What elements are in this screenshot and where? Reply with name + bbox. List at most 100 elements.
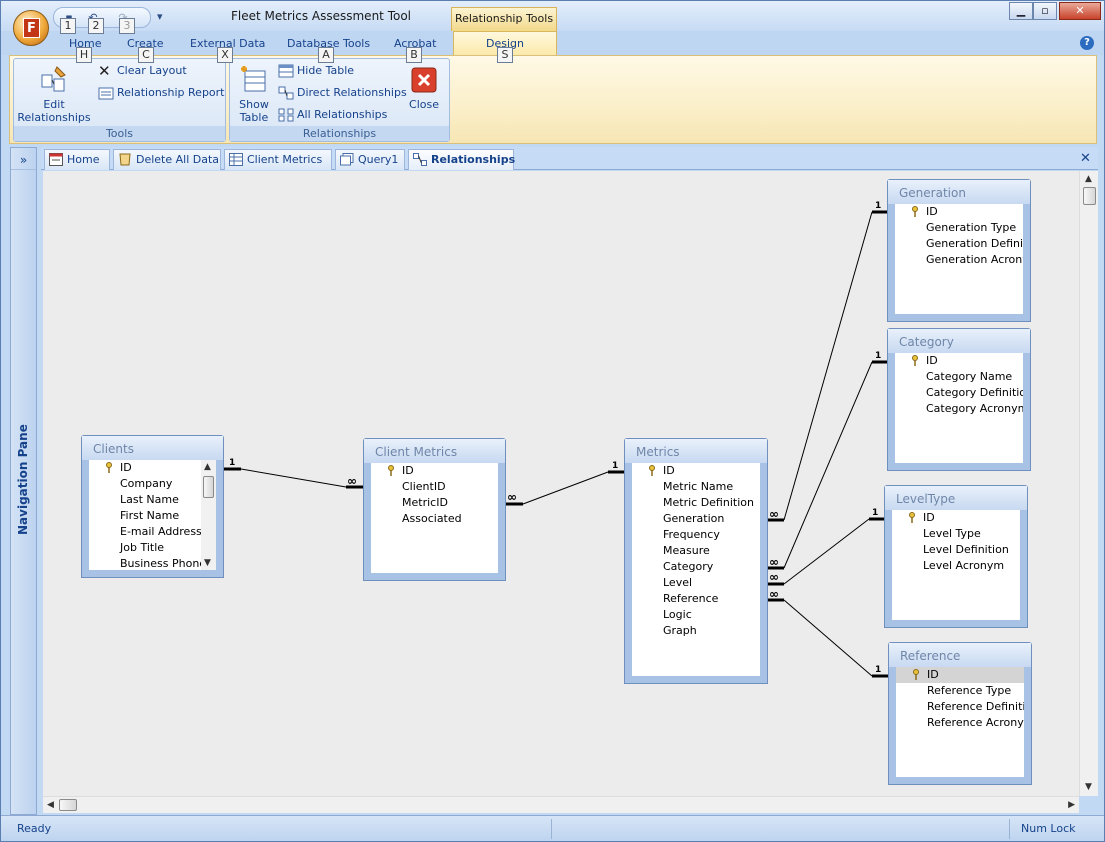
field-row[interactable]: Category Name — [926, 370, 1013, 383]
direct-relationships-label: Direct Relationships — [297, 86, 407, 99]
close-window-button[interactable]: ✕ — [1059, 2, 1101, 20]
table-generation[interactable]: Generation ID Generation Type Generation… — [887, 179, 1031, 322]
tab-create[interactable]: Create — [127, 37, 164, 50]
show-table-button[interactable]: Show Table — [232, 63, 276, 124]
tab-design[interactable]: Design — [453, 31, 557, 57]
clear-layout-icon: ✕ — [98, 62, 111, 80]
field-row[interactable]: Generation Acrony — [926, 253, 1023, 266]
clients-scrollbar[interactable]: ▲ ▼ — [201, 460, 216, 570]
field-row[interactable]: Frequency — [663, 528, 720, 541]
doc-tab-query1[interactable]: Query1 — [335, 149, 405, 170]
field-row[interactable]: ID — [895, 353, 1023, 369]
scroll-right-arrow-icon[interactable]: ▶ — [1068, 800, 1075, 810]
field-row[interactable]: E-mail Address — [120, 525, 202, 538]
field-row[interactable]: Reference Definitic — [927, 700, 1024, 713]
horizontal-scroll-thumb[interactable] — [59, 799, 77, 811]
tab-database-tools[interactable]: Database Tools — [287, 37, 371, 50]
maximize-button[interactable]: ▫ — [1033, 2, 1057, 20]
all-relationships-button[interactable]: All Relationships — [278, 106, 387, 124]
table-clients[interactable]: Clients ID Company Last Name First Name … — [81, 435, 224, 578]
primary-key-icon — [912, 206, 918, 217]
help-icon[interactable]: ? — [1080, 36, 1094, 50]
doc-tab-client-metrics-label: Client Metrics — [247, 153, 323, 166]
close-relationships-button[interactable]: Close — [402, 67, 446, 111]
close-document-icon[interactable]: ✕ — [1080, 151, 1091, 166]
table-client-metrics-fields: ID ClientID MetricID Associated — [371, 463, 498, 573]
field-row[interactable]: MetricID — [402, 496, 448, 509]
rel-one-generation: 1 — [875, 201, 881, 211]
field-row[interactable]: Metric Name — [663, 480, 734, 493]
relationships-canvas[interactable]: 1 ∞ ∞ 1 ∞ 1 ∞ 1 ∞ 1 ∞ 1 Clients ID Compa… — [43, 171, 1079, 796]
field-row[interactable]: Category — [663, 560, 714, 573]
tab-home[interactable]: Home — [69, 37, 102, 50]
field-row[interactable]: Level Acronym — [923, 559, 1005, 572]
field-row[interactable]: Reference — [663, 592, 719, 605]
field-row[interactable]: Metric Definition — [663, 496, 754, 509]
keytip-external-data: X — [217, 47, 233, 63]
tools-group-label: Tools — [14, 126, 225, 141]
doc-tab-delete-all-data[interactable]: Delete All Data — [113, 149, 221, 170]
table-client-metrics[interactable]: Client Metrics ID ClientID MetricID Asso… — [363, 438, 506, 581]
field-row[interactable]: Company — [120, 477, 173, 490]
field-row-selected[interactable]: ID — [896, 667, 1024, 683]
hide-table-label: Hide Table — [297, 64, 355, 77]
scroll-up-arrow-icon[interactable]: ▲ — [1085, 174, 1092, 184]
relationship-report-button[interactable]: Relationship Report — [98, 84, 225, 102]
horizontal-scrollbar[interactable]: ◀ ▶ — [43, 796, 1079, 813]
doc-tab-client-metrics[interactable]: Client Metrics — [224, 149, 332, 170]
scroll-left-arrow-icon[interactable]: ◀ — [47, 800, 54, 810]
redo-icon[interactable]: ↷ — [116, 11, 130, 25]
field-row[interactable]: Generation — [663, 512, 725, 525]
hide-table-button[interactable]: Hide Table — [278, 62, 354, 80]
field-row[interactable]: Associated — [402, 512, 462, 525]
table-reference[interactable]: Reference ID Reference Type Reference De… — [888, 642, 1032, 785]
office-button[interactable]: F — [13, 10, 49, 46]
table-category[interactable]: Category ID Category Name Category Defin… — [887, 328, 1031, 471]
field-row[interactable]: Job Title — [120, 541, 165, 554]
field-row[interactable]: Last Name — [120, 493, 179, 506]
doc-tab-relationships[interactable]: Relationships — [408, 149, 515, 170]
field-row[interactable]: First Name — [120, 509, 180, 522]
save-icon[interactable]: ▪ — [62, 11, 76, 25]
direct-relationships-button[interactable]: Direct Relationships — [278, 84, 407, 102]
field-row[interactable]: ID — [892, 510, 1020, 526]
field-row[interactable]: Level Type — [923, 527, 981, 540]
rel-one-reference: 1 — [875, 665, 881, 675]
scroll-up-arrow-icon[interactable]: ▲ — [204, 462, 211, 472]
scroll-down-arrow-icon[interactable]: ▼ — [1085, 782, 1092, 792]
field-row[interactable]: Reference Acronym — [927, 716, 1024, 729]
field-row[interactable]: ID — [371, 463, 498, 479]
field-row[interactable]: Category Acronym — [926, 402, 1023, 415]
field-row[interactable]: ID — [632, 463, 760, 479]
expand-nav-pane-icon[interactable]: » — [11, 150, 36, 170]
undo-icon[interactable]: ↶ — [86, 11, 100, 25]
vertical-scrollbar[interactable]: ▲ ▼ — [1079, 171, 1098, 796]
doc-tab-home[interactable]: Home — [44, 149, 110, 170]
field-row[interactable]: ID — [895, 204, 1023, 220]
field-row[interactable]: ClientID — [402, 480, 446, 493]
field-row[interactable]: Generation Type — [926, 221, 1017, 234]
table-leveltype[interactable]: LevelType ID Level Type Level Definition… — [884, 485, 1028, 628]
vertical-scroll-thumb[interactable] — [1083, 187, 1096, 205]
clear-layout-button[interactable]: ✕Clear Layout — [98, 62, 187, 80]
minimize-button[interactable]: ▁ — [1009, 2, 1033, 20]
field-row[interactable]: Generation Definit — [926, 237, 1023, 250]
customize-toolbar-icon[interactable]: ▾ — [157, 10, 163, 23]
table-metrics[interactable]: Metrics ID Metric Name Metric Definition… — [624, 438, 768, 684]
edit-relationships-button[interactable]: Edit Relationships — [16, 65, 92, 124]
field-row[interactable]: Logic — [663, 608, 692, 621]
scroll-thumb[interactable] — [203, 476, 214, 498]
field-row[interactable]: Business Phone — [120, 557, 207, 570]
scroll-down-arrow-icon[interactable]: ▼ — [204, 558, 211, 568]
field-row[interactable]: ID — [89, 460, 216, 476]
tab-external-data[interactable]: External Data — [190, 37, 266, 50]
field-row[interactable]: Reference Type — [927, 684, 1012, 697]
field-row[interactable]: Level Definition — [923, 543, 1009, 556]
field-row[interactable]: Measure — [663, 544, 710, 557]
field-row[interactable]: Category Definitior — [926, 386, 1023, 399]
field-row[interactable]: Level — [663, 576, 693, 589]
field-row[interactable]: Graph — [663, 624, 697, 637]
primary-key-icon — [913, 669, 919, 680]
tab-acrobat[interactable]: Acrobat — [394, 37, 437, 50]
navigation-pane[interactable]: » Navigation Pane — [10, 147, 37, 815]
